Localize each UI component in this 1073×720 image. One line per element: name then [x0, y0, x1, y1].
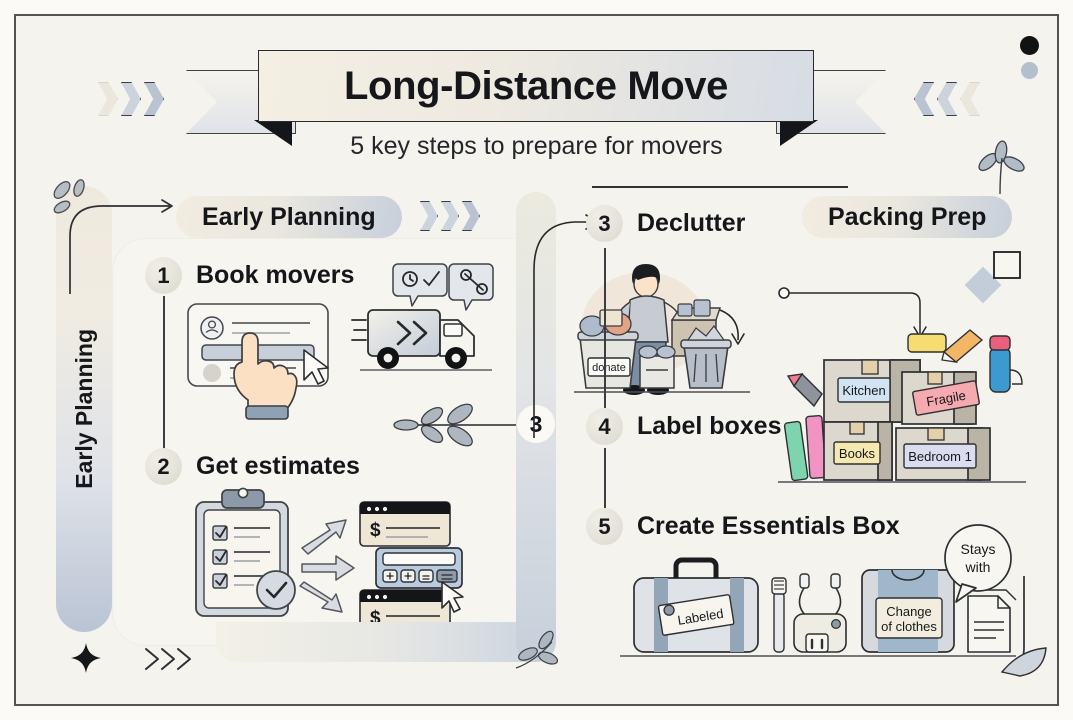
chevron-left-icon: [960, 82, 980, 116]
step-badge: 5: [586, 508, 623, 545]
donate-bin-label: donate: [592, 362, 626, 374]
step-title: Book movers: [196, 261, 355, 289]
leaf-sprig-bottom-icon: [512, 628, 572, 674]
step-connector-3-4: [604, 248, 606, 408]
title-ribbon: Long-Distance Move: [186, 42, 886, 150]
box-label-fragile: Fragile: [925, 388, 967, 410]
essentials-illustration: Labeled Change of cloth: [620, 552, 1020, 667]
box-label-bedroom-1: Bedroom 1: [908, 449, 972, 464]
sparkle-icon: [70, 642, 102, 674]
step-connector-4-5: [604, 448, 606, 510]
estimates-illustration: $ $: [190, 486, 480, 635]
declutter-illustration: donate: [574, 252, 786, 396]
leaf-sprig-icon: [48, 179, 94, 222]
step-2[interactable]: 2 Get estimates: [145, 448, 360, 485]
stays-with-callout: Stays with: [936, 522, 1020, 606]
pointing-hand-icon: [222, 330, 304, 420]
square-diamond-deco: [964, 250, 1026, 308]
leaf-sprig-right-icon: [972, 138, 1028, 198]
step-4[interactable]: 4 Label boxes: [586, 408, 782, 445]
labeled-boxes-illustration: Kitchen Fragile Books Bedroom 1: [778, 329, 1046, 490]
right-top-rule: [592, 186, 848, 188]
chevron-right-icon: [121, 82, 141, 116]
svg-text:$: $: [370, 608, 381, 629]
callout-line-1: Stays: [960, 541, 995, 557]
chevron-right-icon: [441, 201, 459, 231]
chevron-group-left: [98, 82, 164, 116]
svg-text:$: $: [370, 520, 381, 541]
chevron-right-icon: [462, 201, 480, 231]
chevron-right-icon: [144, 82, 164, 116]
suitcase-tag-label: Labeled: [676, 606, 724, 628]
step-title: Declutter: [637, 209, 746, 237]
clothes-label-line1: Change: [886, 604, 932, 619]
step-badge: 4: [586, 408, 623, 445]
chevron-right-icon: [98, 82, 118, 116]
step-badge: 1: [145, 257, 182, 294]
corner-flourish-deco: [1000, 576, 1052, 686]
step-badge: 3: [586, 205, 623, 242]
flow-badge-3: 3: [517, 405, 555, 443]
step-5[interactable]: 5 Create Essentials Box: [586, 508, 900, 545]
box-label-kitchen: Kitchen: [842, 383, 885, 398]
chevron-group-early-planning: [420, 201, 480, 231]
chevron-group-bottom-left: [142, 644, 198, 674]
callout-line-2: with: [965, 559, 991, 575]
step-title: Label boxes: [637, 412, 782, 440]
chevron-left-icon: [937, 82, 957, 116]
page-title: Long-Distance Move: [344, 63, 728, 108]
section-pill-packing-prep[interactable]: Packing Prep: [802, 196, 1013, 238]
leaf-sprig-center-icon: [392, 403, 532, 447]
corner-dot-dark: [1020, 36, 1039, 55]
clothes-label-line2: of clothes: [881, 619, 937, 634]
chevron-right-icon: [420, 201, 438, 231]
page-subtitle: 5 key steps to prepare for movers: [350, 132, 723, 160]
step-connector-1-2: [163, 296, 165, 454]
chevron-left-icon: [914, 82, 934, 116]
title-banner: Long-Distance Move: [258, 50, 814, 122]
step-3[interactable]: 3 Declutter: [586, 205, 745, 242]
early-planning-rail: [56, 186, 112, 632]
corner-dot-light: [1021, 62, 1038, 79]
step-1[interactable]: 1 Book movers: [145, 257, 354, 294]
section-pill-early-planning[interactable]: Early Planning: [176, 196, 402, 238]
step-title: Create Essentials Box: [637, 512, 900, 540]
chevron-group-right: [914, 82, 980, 116]
step-title: Get estimates: [196, 452, 360, 480]
step-badge: 2: [145, 448, 182, 485]
box-label-books: Books: [839, 446, 876, 461]
moving-truck-illustration: [351, 258, 498, 384]
curved-arrow-to-early-planning: [62, 190, 192, 300]
flow-track-bottom: [216, 622, 536, 662]
